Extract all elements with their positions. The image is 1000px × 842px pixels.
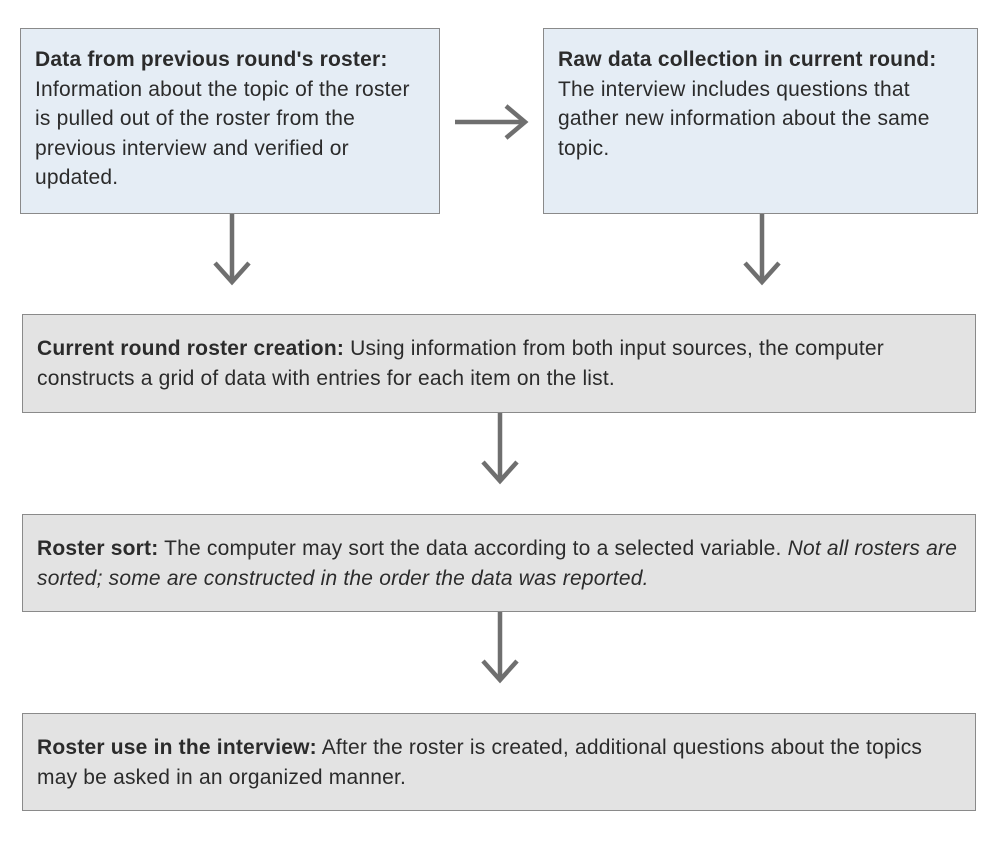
raw-data-collection-description: The interview includes questions that ga… <box>558 77 930 160</box>
roster-sort-title: Roster sort: <box>37 537 159 560</box>
roster-sort-note: Not all rosters are sorted; some are con… <box>37 537 958 590</box>
roster-use-title: Roster use in the interview: <box>37 736 317 759</box>
arrow-down-raw-to-creation <box>743 214 781 286</box>
roster-creation-box: Current round roster creation: Using inf… <box>22 314 976 413</box>
previous-round-data-title: Data from previous round's roster: <box>35 48 388 71</box>
raw-data-collection-box: Raw data collection in current round: Th… <box>543 28 978 214</box>
roster-use-description: After the roster is created, additional … <box>37 736 923 789</box>
raw-data-collection-title: Raw data collection in current round: <box>558 48 937 71</box>
arrow-down-creation-to-sort <box>481 413 519 485</box>
roster-use-box: Roster use in the interview: After the r… <box>22 713 976 811</box>
previous-round-data-box: Data from previous round's roster: Infor… <box>20 28 440 214</box>
roster-sort-description: The computer may sort the data according… <box>158 537 788 560</box>
previous-round-data-description: Information about the topic of the roste… <box>35 77 410 190</box>
arrow-down-sort-to-use <box>481 612 519 684</box>
roster-sort-box: Roster sort: The computer may sort the d… <box>22 514 976 612</box>
roster-creation-description: Using information from both input source… <box>37 337 884 390</box>
arrow-down-prev-to-creation <box>213 214 251 286</box>
arrow-right-prev-to-raw <box>455 104 529 140</box>
roster-creation-title: Current round roster creation: <box>37 337 345 360</box>
